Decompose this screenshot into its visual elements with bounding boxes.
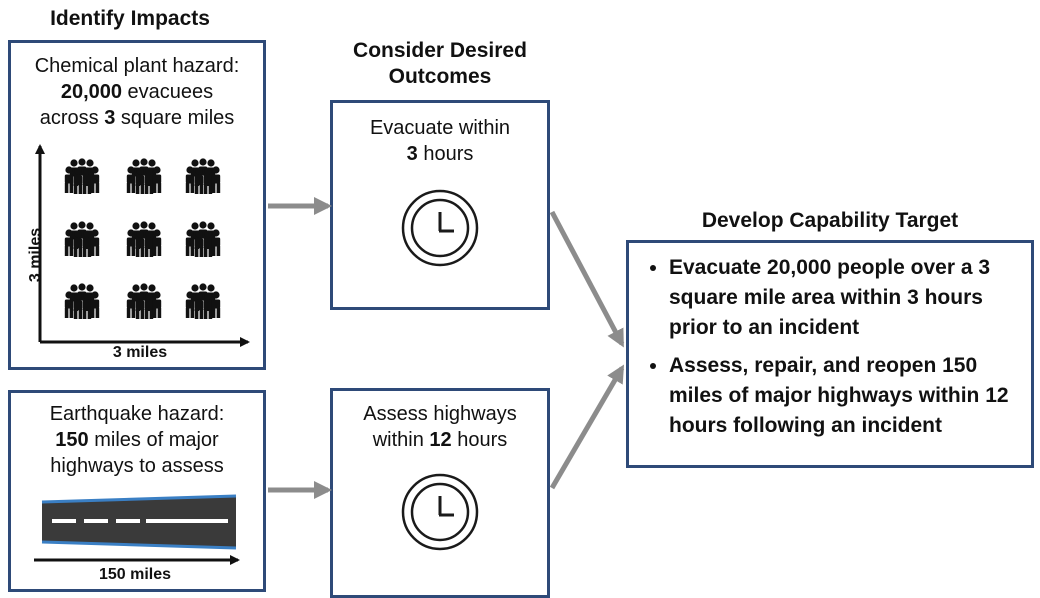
arrow-evacuate-to-target bbox=[549, 210, 625, 348]
chemical-line2-rest: evacuees bbox=[122, 81, 214, 103]
outcome-evacuate-text: Evacuate within 3 hours bbox=[333, 115, 547, 167]
people-group-icon bbox=[65, 221, 99, 257]
arrow-assess-to-target bbox=[549, 364, 625, 490]
earthquake-line1: Earthquake hazard: bbox=[49, 403, 225, 425]
chemical-line1: Chemical plant hazard: bbox=[34, 55, 240, 77]
chemical-count: 20,000 bbox=[60, 81, 122, 103]
outcome-assess-text: Assess highways within 12 hours bbox=[333, 401, 547, 453]
header-identify-impacts: Identify Impacts bbox=[50, 7, 210, 30]
outcome-evacuate-line1: Evacuate within bbox=[369, 117, 511, 139]
earthquake-hazard-box: Earthquake hazard: 150 miles of major hi… bbox=[8, 390, 266, 592]
header-consider-outcomes: Consider Desired Outcomes bbox=[330, 38, 550, 90]
capability-target-item: Evacuate 20,000 people over a 3 square m… bbox=[669, 253, 1031, 343]
outcome-assess-line1: Assess highways bbox=[363, 403, 517, 425]
x-axis-label: 3 miles bbox=[112, 344, 168, 361]
chemical-miles-num: 3 bbox=[104, 107, 116, 129]
people-group-icon bbox=[186, 283, 220, 319]
header-develop-target: Develop Capability Target bbox=[701, 209, 959, 232]
outcome-assess-unit: hours bbox=[451, 429, 508, 451]
outcome-assess-line2: within 12 hours bbox=[333, 427, 547, 453]
earthquake-line2: 150 miles of major bbox=[11, 427, 263, 453]
clock-icon bbox=[401, 473, 479, 551]
people-group-icon bbox=[127, 158, 161, 194]
people-group-icon bbox=[65, 283, 99, 319]
earthquake-line2-rest: miles of major bbox=[88, 429, 219, 451]
header-outcomes-line1: Consider Desired bbox=[353, 39, 527, 62]
outcome-evacuate-line2: 3 hours bbox=[333, 141, 547, 167]
chemical-line2: 20,000 evacuees bbox=[11, 79, 263, 105]
chemical-line3: across 3 square miles bbox=[11, 105, 263, 131]
clock-icon bbox=[401, 189, 479, 267]
outcome-evacuate-num: 3 bbox=[406, 143, 418, 165]
people-group-icon bbox=[65, 158, 99, 194]
road-axis-label: 150 miles bbox=[98, 566, 172, 583]
chemical-line3-pre: across bbox=[39, 107, 105, 129]
earthquake-count: 150 bbox=[55, 429, 89, 451]
people-group-icon bbox=[127, 221, 161, 257]
capability-target-box: Evacuate 20,000 people over a 3 square m… bbox=[626, 240, 1034, 468]
outcome-evacuate-unit: hours bbox=[417, 143, 474, 165]
people-group-icon bbox=[186, 158, 220, 194]
earthquake-line3: highways to assess bbox=[50, 455, 224, 477]
chemical-hazard-text: Chemical plant hazard: 20,000 evacuees a… bbox=[11, 53, 263, 131]
capability-target-list: Evacuate 20,000 people over a 3 square m… bbox=[629, 253, 1031, 441]
road-icon bbox=[41, 494, 237, 550]
outcome-evacuate-box: Evacuate within 3 hours bbox=[330, 100, 550, 310]
chemical-line3-post: square miles bbox=[115, 107, 235, 129]
outcome-assess-pre: within bbox=[372, 429, 430, 451]
header-outcomes-line2: Outcomes bbox=[388, 65, 492, 88]
outcome-assess-num: 12 bbox=[429, 429, 452, 451]
people-group-icon bbox=[186, 221, 220, 257]
earthquake-hazard-text: Earthquake hazard: 150 miles of major hi… bbox=[11, 401, 263, 479]
people-group-icon bbox=[127, 283, 161, 319]
capability-target-item: Assess, repair, and reopen 150 miles of … bbox=[669, 351, 1031, 441]
